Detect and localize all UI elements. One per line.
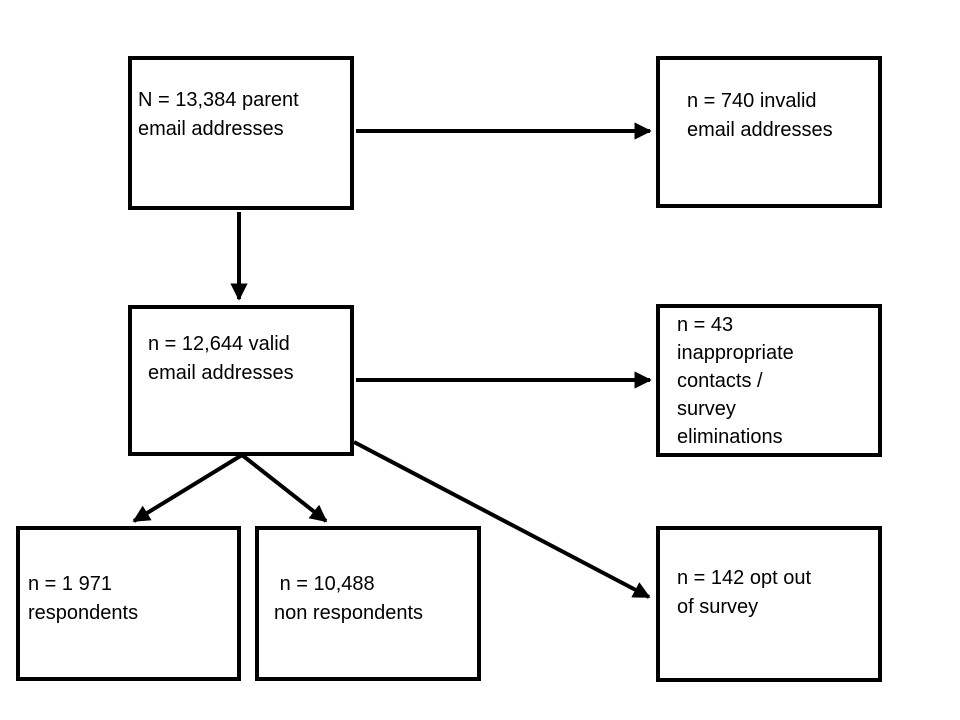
arrow-valid-to-respondents [132, 453, 244, 523]
box-respondents: n = 1 971 respondents [16, 526, 241, 681]
box-non-respondents: n = 10,488 non respondents [255, 526, 481, 681]
arrow-valid-to-nonrespondents [240, 453, 328, 523]
box-parent-email-addresses: N = 13,384 parent email addresses [128, 56, 354, 210]
box-parent-email-addresses-text: N = 13,384 parent email addresses [138, 89, 299, 140]
box-respondents-text: n = 1 971 respondents [28, 573, 139, 624]
box-non-respondents-text: n = 10,488 non respondents [274, 573, 424, 624]
box-inappropriate-contacts: n = 43 inappropriate contacts / survey e… [656, 304, 882, 457]
box-opt-out-of-survey: n = 142 opt out of survey [656, 526, 882, 682]
box-valid-email-addresses-text: n = 12,644 valid email addresses [148, 333, 294, 384]
box-invalid-email-addresses: n = 740 invalid email addresses [656, 56, 882, 208]
box-invalid-email-addresses-text: n = 740 invalid email addresses [687, 90, 833, 141]
arrow-valid-to-optout [353, 440, 651, 599]
box-inappropriate-contacts-text: n = 43 inappropriate contacts / survey e… [677, 314, 794, 448]
box-valid-email-addresses: n = 12,644 valid email addresses [128, 305, 354, 456]
box-opt-out-of-survey-text: n = 142 opt out of survey [677, 567, 812, 618]
